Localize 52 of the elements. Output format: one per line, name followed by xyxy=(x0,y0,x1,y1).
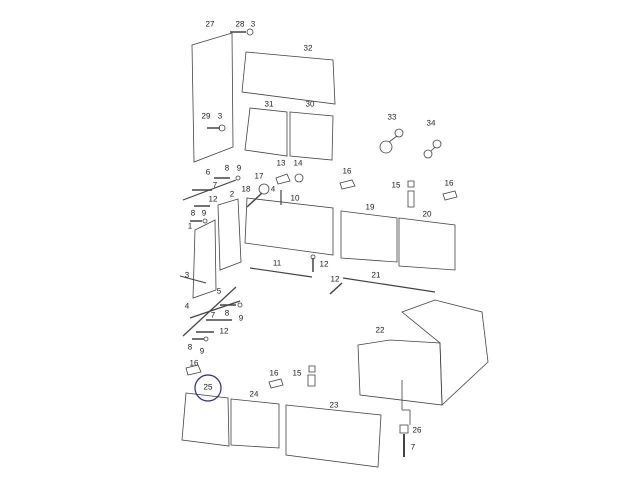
callout-number: 15 xyxy=(292,368,302,378)
callout-number: 29 xyxy=(202,112,210,120)
callout-number: 4 xyxy=(184,302,190,310)
callout-number: 13 xyxy=(276,158,286,168)
callout-number: 26 xyxy=(412,426,422,434)
callout-number: 18 xyxy=(242,184,250,194)
callout-number: 24 xyxy=(250,390,258,398)
callout-number: 19 xyxy=(366,202,374,212)
callout-number: 1 xyxy=(188,222,192,230)
callout-number: 17 xyxy=(254,172,264,180)
callout-number: 9 xyxy=(236,164,242,172)
callout-number: 11 xyxy=(272,258,282,268)
callout-number: 3 xyxy=(218,112,222,120)
callout-number: 16 xyxy=(190,358,198,368)
callout-number: 2 xyxy=(230,190,234,198)
callout-number: 8 xyxy=(224,308,230,318)
callout-number: 3 xyxy=(184,270,190,280)
callout-number: 8 xyxy=(224,164,230,172)
callout-number: 30 xyxy=(306,100,314,108)
callout-number: 33 xyxy=(388,112,396,122)
callout-number: 22 xyxy=(376,326,384,334)
callout-number: 9 xyxy=(238,314,244,322)
callout-number: 12 xyxy=(330,274,340,284)
callout-number: 7 xyxy=(410,442,416,452)
callout-number: 9 xyxy=(200,346,204,356)
callout-number: 16 xyxy=(342,166,352,176)
callout-number: 12 xyxy=(220,326,228,336)
callout-number: 5 xyxy=(216,286,222,296)
callout-number: 14 xyxy=(294,158,302,168)
callout-number: 15 xyxy=(392,180,400,190)
callout-number: 6 xyxy=(206,168,210,176)
callout-number: 23 xyxy=(330,400,338,410)
callout-number: 12 xyxy=(208,194,218,204)
callout-number: 25 xyxy=(204,382,212,392)
callout-number: 28 xyxy=(236,20,244,28)
callout-number: 31 xyxy=(264,100,274,108)
callout-number: 7 xyxy=(210,310,216,320)
callout-number: 12 xyxy=(320,260,328,268)
callout-number: 32 xyxy=(304,44,312,52)
callout-number: 20 xyxy=(422,210,432,218)
callout-number: 21 xyxy=(372,270,380,280)
callout-number: 34 xyxy=(426,118,436,128)
callout-number: 4 xyxy=(270,184,276,194)
callout-number: 7 xyxy=(212,180,218,190)
callout-number: 27 xyxy=(206,20,214,28)
callout-number: 10 xyxy=(290,194,300,202)
callout-number: 16 xyxy=(444,178,454,188)
callout-number: 16 xyxy=(270,368,278,378)
callout-number: 9 xyxy=(202,208,206,218)
callout-number: 3 xyxy=(250,20,256,28)
callout-number: 8 xyxy=(190,208,196,218)
callout-number: 8 xyxy=(188,342,192,352)
